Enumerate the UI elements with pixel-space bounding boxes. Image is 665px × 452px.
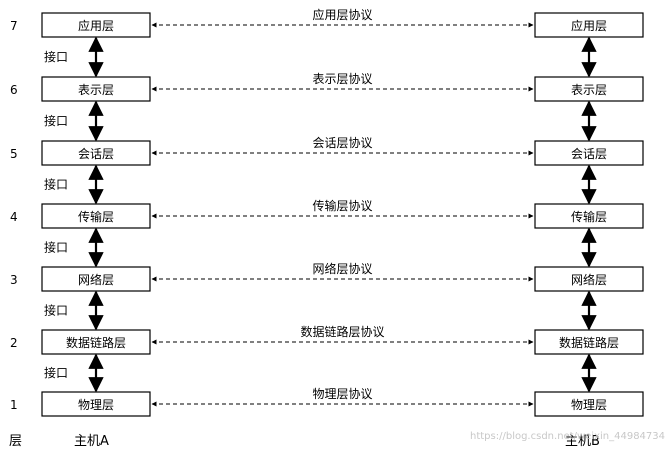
host-a-layer-box — [41, 140, 151, 166]
host-a-layer-box — [41, 391, 151, 417]
protocol-label: 表示层协议 — [312, 71, 372, 86]
host-b-layer-name: 表示层 — [571, 83, 607, 97]
protocol-label: 传输层协议 — [312, 198, 372, 213]
protocol-label: 会话层协议 — [312, 135, 372, 150]
interface-label: 接口 — [44, 240, 68, 255]
host-a-layer-name: 物理层 — [78, 398, 114, 412]
protocol-label: 数据链路层协议 — [300, 324, 384, 339]
host-b-layer-name: 数据链路层 — [559, 335, 619, 350]
interface-label: 接口 — [44, 177, 68, 192]
host-b-layer-box — [534, 203, 644, 229]
host-b-layer-box — [534, 391, 644, 417]
host-a-layer-name: 传输层 — [78, 209, 114, 224]
layer-number: 7 — [10, 19, 18, 33]
protocol-label: 物理层协议 — [312, 386, 372, 401]
interface-label: 接口 — [44, 365, 68, 380]
layer-number: 6 — [10, 83, 18, 97]
host-a-layer-box — [41, 203, 151, 229]
host-a-layer-name: 数据链路层 — [66, 335, 126, 350]
host-a-label: 主机A — [74, 434, 109, 449]
host-b-layer-name: 应用层 — [571, 18, 607, 33]
host-a-layer-box — [41, 266, 151, 292]
host-b-layer-name: 传输层 — [571, 209, 607, 224]
interface-label: 接口 — [44, 113, 68, 128]
host-a-layer-name: 会话层 — [78, 147, 114, 161]
layer-number: 3 — [10, 273, 18, 287]
host-a-layer-name: 表示层 — [78, 83, 114, 97]
interface-label: 接口 — [44, 49, 68, 64]
interface-label: 接口 — [44, 303, 68, 318]
layer-number: 4 — [10, 210, 18, 224]
host-b-label: 主机B — [565, 434, 600, 449]
layer-row: 1 物理层 物理层 物理层协议 — [10, 386, 644, 417]
protocol-label: 应用层协议 — [312, 7, 372, 22]
host-a-layer-box — [41, 329, 151, 355]
host-b-layer-box — [534, 329, 644, 355]
watermark: https://blog.csdn.net/weixin_44984734 — [470, 431, 665, 442]
host-b-layer-box — [534, 12, 644, 38]
host-b-layer-name: 网络层 — [571, 272, 607, 287]
layer-number: 1 — [10, 398, 18, 412]
host-a-layer-name: 网络层 — [78, 272, 114, 287]
host-a-layer-box — [41, 76, 151, 102]
host-a-layer-name: 应用层 — [78, 18, 114, 33]
layer-number: 5 — [10, 147, 18, 161]
host-b-layer-box — [534, 140, 644, 166]
host-b-layer-name: 物理层 — [571, 398, 607, 412]
host-a-layer-box — [41, 12, 151, 38]
layer-number: 2 — [10, 336, 18, 350]
host-b-layer-name: 会话层 — [571, 147, 607, 161]
host-b-layer-box — [534, 266, 644, 292]
layer-axis-label: 层 — [9, 434, 22, 449]
protocol-label: 网络层协议 — [312, 261, 372, 276]
